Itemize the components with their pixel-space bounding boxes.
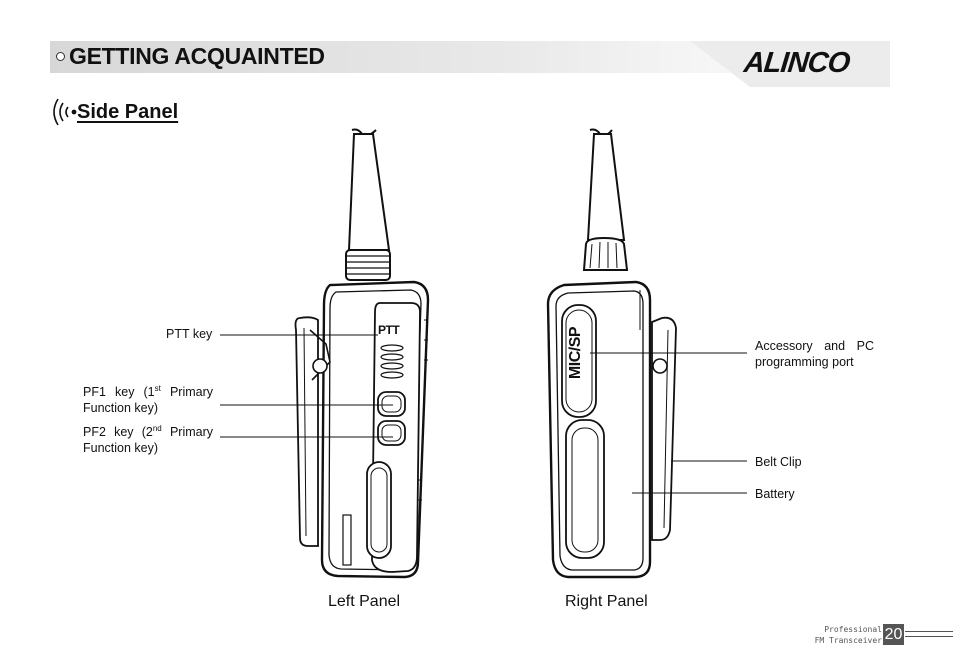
page-number: 20	[883, 624, 904, 645]
belt-clip-label: Belt Clip	[755, 455, 802, 469]
footer-rule-top	[905, 631, 953, 632]
accessory-port-label: Accessory and PC programming port	[755, 339, 874, 369]
section-title: Side Panel	[77, 101, 179, 123]
left-panel-illustration	[294, 128, 430, 579]
right-panel-illustration	[546, 128, 677, 579]
battery-label: Battery	[755, 487, 795, 501]
pf1-key-label: PF1 key (1st Primary Function key)	[83, 384, 214, 416]
pf2-key-label: PF2 key (2nd Primary Function key)	[83, 424, 214, 456]
signal-waves-icon	[53, 98, 77, 126]
footer-rule-bottom	[905, 636, 953, 637]
page-title: GETTING ACQUAINTED	[69, 43, 325, 69]
ptt-marking: PTT	[378, 323, 400, 337]
right-panel-caption: Right Panel	[565, 593, 648, 610]
footer-product-label: Professional FM Transceiver	[814, 625, 882, 645]
left-panel-caption: Left Panel	[328, 593, 401, 610]
ptt-key-label: PTT key	[166, 327, 213, 341]
header-bullet-icon	[56, 52, 65, 61]
